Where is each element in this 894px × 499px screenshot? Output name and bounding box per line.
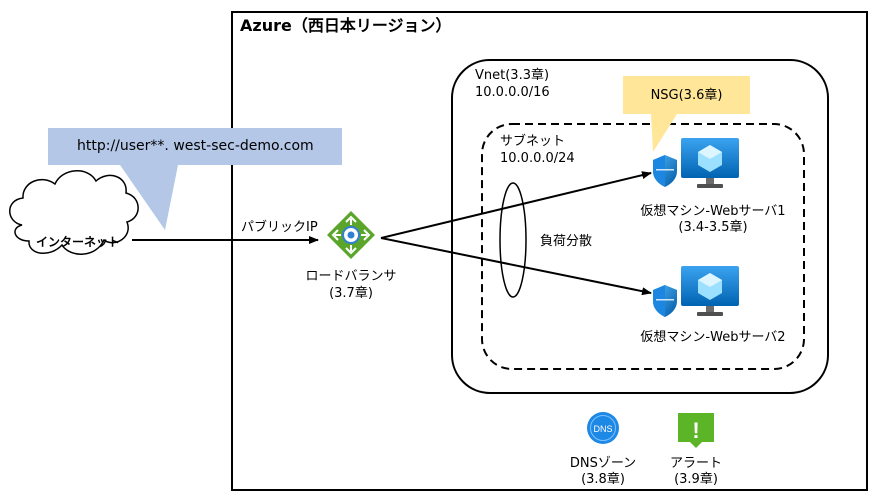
vm1-monitor-icon: [681, 138, 739, 188]
alert-label: アラート: [669, 456, 722, 471]
dns-zone-chapter: (3.8章): [581, 472, 625, 487]
lb-to-vm1-arrow: [380, 171, 652, 239]
svg-text:DNS: DNS: [593, 424, 612, 434]
alert-icon: !: [678, 413, 714, 448]
lb-to-vm2-arrow: [380, 237, 652, 296]
callout-url-text: http://user**. west-sec-demo.com: [77, 138, 314, 154]
vm2-monitor-icon: [681, 266, 739, 316]
vnet-box: [451, 59, 829, 394]
azure-region-box: [231, 11, 868, 491]
load-balancer-icon: [327, 211, 375, 259]
vm2-label: 仮想マシン-Webサーバ2: [640, 330, 786, 345]
internet-label: インターネット: [35, 235, 120, 249]
dns-zone-label: DNSゾーン: [569, 456, 637, 471]
load-distribution-ellipse: [499, 182, 527, 298]
load-distribution-label: 負荷分散: [540, 234, 593, 249]
vm1-label: 仮想マシン-Webサーバ1: [640, 204, 786, 219]
nsg-label: NSG(3.6章): [650, 88, 723, 103]
vm1-shield-icon: [653, 155, 677, 187]
subnet-box: [481, 123, 805, 370]
vnet-cidr: 10.0.0.0/16: [475, 85, 550, 100]
alert-chapter: (3.9章): [674, 472, 718, 487]
load-balancer-chapter: (3.7章): [329, 286, 373, 301]
dns-zone-icon: DNS: [587, 412, 619, 444]
internet-cloud-shape: [9, 170, 139, 255]
load-balancer-label: ロードバランサ: [305, 269, 397, 284]
subnet-label: サブネット: [500, 134, 566, 149]
url-callout-bubble: [48, 128, 342, 230]
vm2-shield-icon: [653, 285, 677, 317]
svg-text:!: !: [692, 418, 699, 443]
vnet-label: Vnet(3.3章): [475, 68, 550, 83]
azure-region-title: Azure（西日本リージョン）: [240, 16, 452, 35]
nsg-callout-bubble: [623, 76, 750, 152]
subnet-cidr: 10.0.0.0/24: [500, 151, 575, 166]
public-ip-label: パブリックIP: [241, 220, 318, 235]
vm1-chapter: (3.4-3.5章): [678, 220, 748, 235]
